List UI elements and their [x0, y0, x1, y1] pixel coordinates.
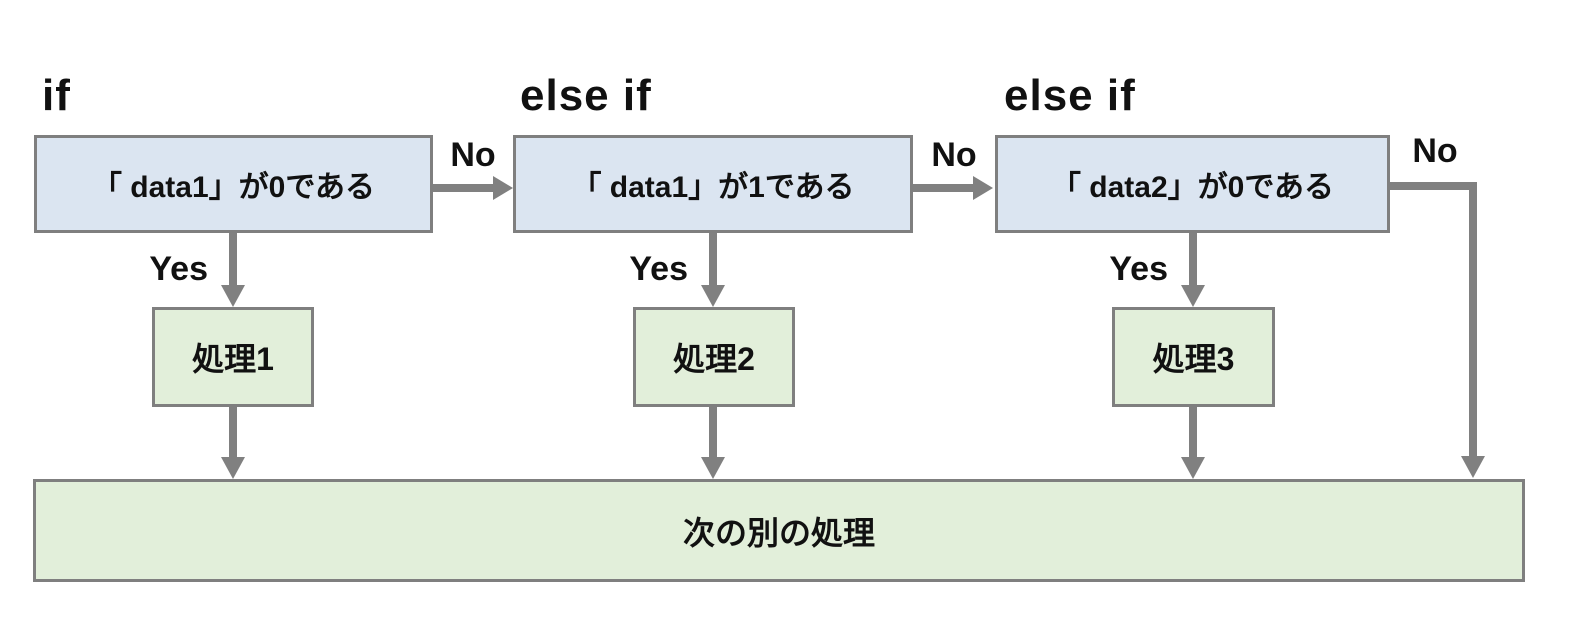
condition-box-3: 「 data2」が0である	[995, 135, 1390, 233]
arrow-shaft	[913, 184, 975, 192]
yes-label-2: Yes	[629, 250, 688, 288]
process-box-3: 処理3	[1112, 307, 1275, 407]
condition-box-2: 「 data1」が1である	[513, 135, 913, 233]
no-label-1: No	[450, 136, 496, 174]
arrow-head	[701, 457, 725, 479]
branch-keyword-if: if	[42, 71, 71, 120]
yes-label-3: Yes	[1109, 250, 1168, 288]
arrow-head	[701, 285, 725, 307]
process-box-1: 処理1	[152, 307, 314, 407]
branch-keyword-elseif-2: else if	[1004, 71, 1136, 120]
arrow-shaft	[709, 233, 717, 285]
process-box-2: 処理2	[633, 307, 795, 407]
condition-text-2: 「 data1」が1である	[571, 171, 855, 204]
arrow-shaft	[709, 407, 717, 457]
arrow-head	[1461, 456, 1485, 478]
condition-text-3: 「 data2」が0である	[1050, 171, 1335, 204]
arrow-head	[221, 457, 245, 479]
final-process-text: 次の別の処理	[682, 514, 875, 551]
condition-box-1: 「 data1」が0である	[34, 135, 433, 233]
yes-label-1: Yes	[149, 250, 208, 288]
process-text-2: 処理2	[673, 341, 755, 377]
arrow-shaft	[229, 233, 237, 285]
arrow-head	[221, 285, 245, 307]
arrow-shaft	[1189, 407, 1197, 457]
no-label-2: No	[931, 136, 977, 174]
arrow-head	[1181, 285, 1205, 307]
arrow-shaft-vertical	[1469, 182, 1477, 456]
condition-text-1: 「 data1」が0である	[91, 171, 376, 204]
process-text-1: 処理1	[192, 341, 274, 377]
arrow-shaft	[1189, 233, 1197, 285]
arrow-head	[493, 176, 513, 200]
process-text-3: 処理3	[1152, 341, 1235, 377]
arrow-shaft	[229, 407, 237, 457]
arrow-head	[1181, 457, 1205, 479]
final-process-box: 次の別の処理	[33, 479, 1525, 582]
no-label-3: No	[1412, 132, 1458, 170]
branch-keyword-elseif-1: else if	[520, 71, 652, 120]
arrow-shaft-horizontal	[1390, 182, 1477, 190]
arrow-head	[973, 176, 993, 200]
arrow-shaft	[433, 184, 495, 192]
